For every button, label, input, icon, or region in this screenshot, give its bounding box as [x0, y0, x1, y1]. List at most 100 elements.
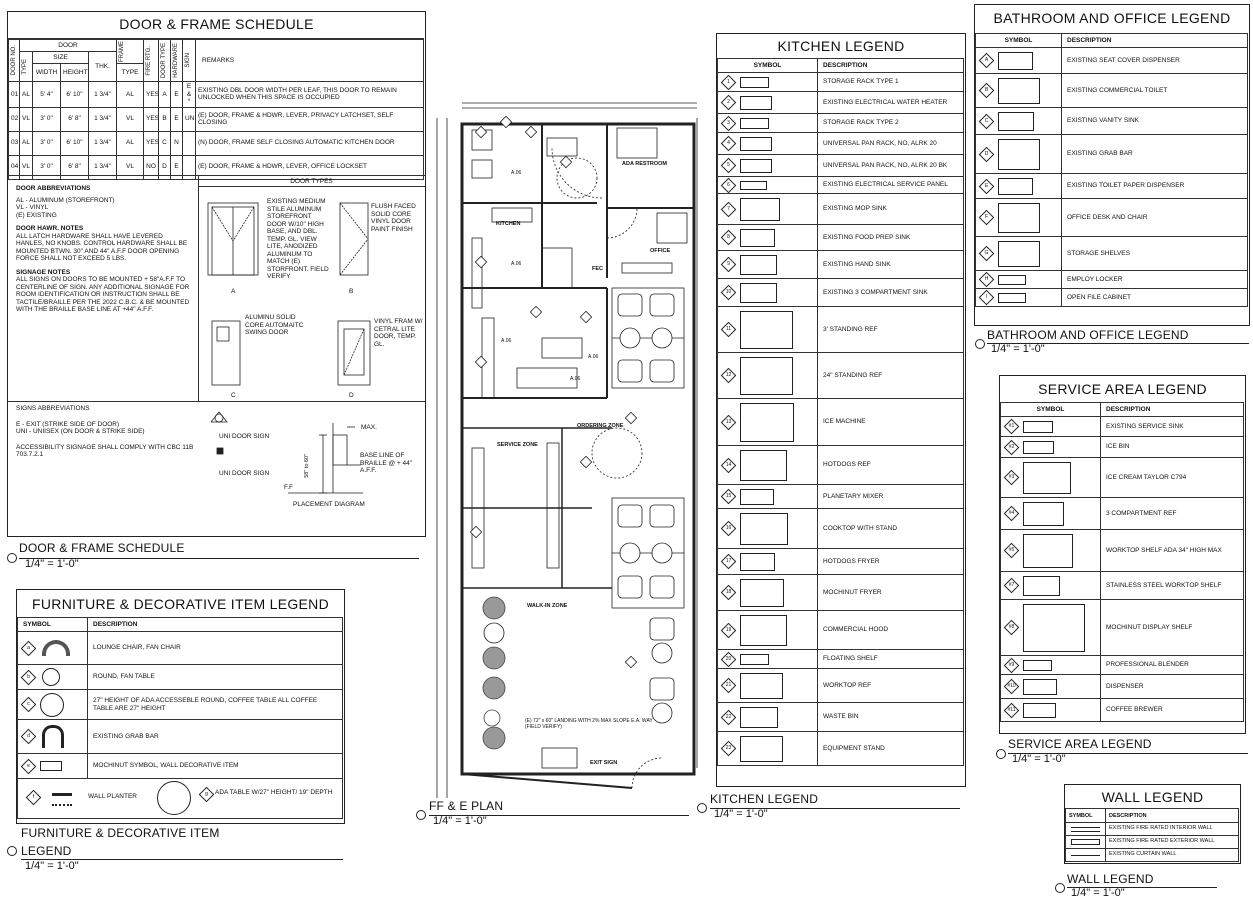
- equipment-symbol-icon: [740, 672, 783, 699]
- tag-number: 18: [725, 589, 732, 595]
- callout-circle: [1055, 883, 1065, 893]
- col-description: DESCRIPTION: [817, 58, 964, 73]
- legend-desc: EXISTING FOOD PREP SINK: [817, 224, 964, 251]
- signage-notes-text: ALL SIGNS ON DOORS TO BE MOUNTED + 58"A.…: [16, 276, 190, 313]
- plan-tag: A.06: [511, 170, 522, 176]
- equipment-symbol-icon: [998, 202, 1040, 233]
- equipment-symbol-icon: [740, 158, 772, 173]
- tag-number: C: [984, 117, 989, 124]
- equipment-symbol-icon: [740, 512, 788, 545]
- door-abbr-title: DOOR ABBREVIATIONS: [16, 185, 91, 192]
- plan-label-fec: FEC: [592, 266, 603, 272]
- col-symbol: SYMBOL: [1065, 808, 1106, 823]
- door-type-a-desc: EXISTING MEDIUM STILE ALUMINUM STOREFRON…: [267, 198, 329, 280]
- equipment-symbol-icon: [740, 197, 780, 221]
- furniture-legend-title: FURNITURE & DECORATIVE ITEM LEGEND: [32, 596, 329, 612]
- tag-number: #10: [1007, 683, 1016, 689]
- tag-number: 9: [727, 261, 730, 267]
- signage-notes-title: SIGNAGE NOTES: [16, 268, 71, 276]
- equipment-symbol-icon: [740, 356, 793, 395]
- door-type-d-desc: VINYL FRAM W/ CETRAL LITE DOOR, TEMP. GL…: [374, 318, 423, 348]
- wall-desc: EXISTING CURTAIN WALL: [1105, 848, 1239, 862]
- decorative-item-icon: [40, 761, 62, 771]
- equipment-symbol-icon: [740, 228, 775, 247]
- tag-number: 17: [725, 558, 732, 564]
- plan-label-ordering-zone: ORDERING ZONE: [577, 423, 624, 429]
- equipment-symbol-icon: [740, 95, 772, 110]
- tag-icon: #8: [1003, 619, 1020, 636]
- door-type-letter: A: [231, 288, 236, 295]
- wall-desc: EXISTING FIRE RATED INTERIOR WALL: [1105, 822, 1239, 836]
- tag-number: 5: [727, 162, 730, 168]
- legend-row: 7 EXISTING MOP SINK: [717, 193, 964, 225]
- tag-number: G: [984, 250, 989, 256]
- door-cell-width: 3' 0": [32, 130, 61, 156]
- hdr-height: HEIGHT: [60, 63, 89, 82]
- tag-icon: 23: [720, 740, 737, 757]
- bathroom-legend-scale: 1/4" = 1'-0": [991, 343, 1045, 355]
- equipment-symbol-icon: [740, 402, 794, 442]
- legend-desc: EXISTING ELECTRICAL SERVICE PANEL: [817, 176, 964, 194]
- door-cell-remarks: (N) DOOR, FRAME SELF CLOSING AUTOMATIC K…: [195, 130, 424, 156]
- equipment-symbol-icon: [998, 177, 1033, 195]
- tag-number: B: [984, 87, 989, 93]
- plan-label-ada-restroom: ADA RESTROOM: [622, 161, 668, 167]
- tag-number: A: [984, 57, 989, 63]
- tag-icon: 12: [720, 367, 737, 384]
- tag-icon: 6: [720, 177, 737, 193]
- legend-desc: STORAGE RACK TYPE 2: [817, 113, 964, 133]
- tag-icon: 20: [720, 651, 737, 667]
- tag-icon: 15: [720, 488, 737, 505]
- wall-legend-title: WALL LEGEND: [1101, 789, 1204, 805]
- tag-icon: #2: [1003, 439, 1020, 455]
- door-notes: DOOR ABBREVIATIONS AL - ALUMINUM (STOREF…: [16, 185, 192, 314]
- uni-sign-icons: [211, 411, 228, 455]
- legend-desc: EXISTING HAND SINK: [817, 250, 964, 279]
- door-frame-schedule: DOOR & FRAME SCHEDULE DOOR NO. DOOR FRAM…: [7, 11, 426, 537]
- door-cell-width: 5' 4": [32, 81, 61, 108]
- door-cell-hw: E: [170, 81, 183, 108]
- hdr-type: TYPE: [22, 58, 28, 75]
- equipment-symbol-icon: [740, 552, 775, 571]
- plan-scale: 1/4" = 1'-0": [433, 815, 487, 827]
- door-schedule-scale: 1/4" = 1'-0": [25, 558, 79, 570]
- tag-number: #3: [1008, 474, 1015, 480]
- tag-icon: 11: [720, 321, 737, 338]
- tag-icon: d: [20, 728, 37, 745]
- legend-desc: ICE MACHINE: [817, 398, 964, 446]
- tag-icon: B: [978, 82, 995, 99]
- tag-number: 6: [727, 181, 730, 188]
- tag-icon: 5: [720, 157, 737, 174]
- callout-circle: [7, 553, 17, 563]
- door-cell-height: 6' 8": [60, 106, 89, 132]
- furniture-desc: 27" HEIGHT OF ADA ACCESSEBLE ROUND, COFF…: [87, 689, 343, 720]
- signs-abbr-title: SIGNS ABBREVIATIONS: [16, 405, 90, 412]
- legend-desc: EXISTING MOP SINK: [817, 193, 964, 225]
- tag-number: 7: [727, 205, 730, 212]
- tag-icon: e: [20, 758, 37, 774]
- kitchen-legend-caption: KITCHEN LEGEND: [710, 792, 819, 806]
- equipment-symbol-icon: [998, 111, 1034, 131]
- door-cell-remarks: EXISTING DBL DOOR WIDTH PER LEAF, THIS D…: [195, 81, 424, 108]
- floor-plan-drawing: [436, 102, 698, 864]
- plan-tag: A.06: [588, 354, 599, 360]
- door-cell-sign: E & *: [182, 81, 196, 108]
- door-type-letter: D: [349, 392, 354, 399]
- hdr-sign: SIGN: [185, 53, 191, 68]
- signs-abbr-item: E - EXIT (STRIKE SIDE OF DOOR): [16, 420, 120, 428]
- grab-bar-icon: [42, 725, 64, 748]
- furniture-desc: MOCHINUT SYMBOL, WALL DECORATIVE ITEM: [87, 753, 343, 779]
- equipment-symbol-icon: [1023, 659, 1052, 671]
